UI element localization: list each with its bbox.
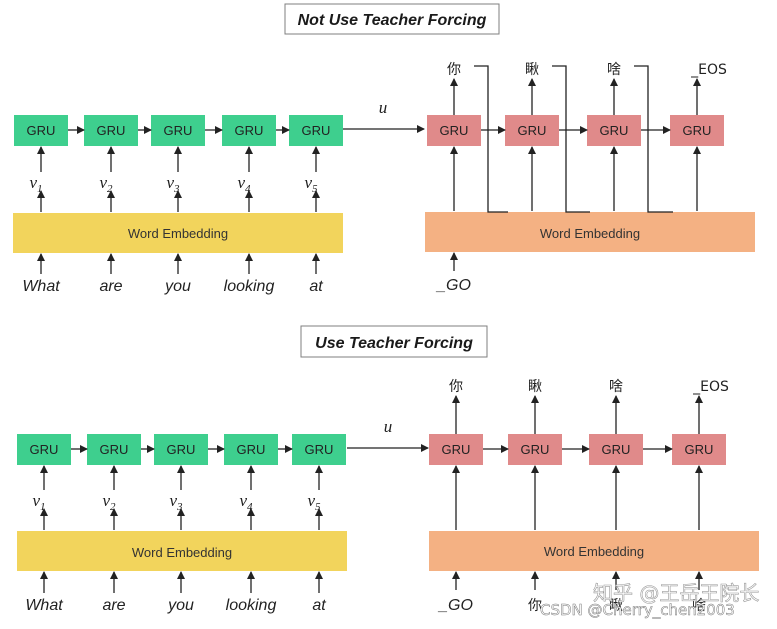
encoder-input-word: you (167, 597, 194, 614)
encoder-gru-3 (154, 434, 208, 465)
context-vector-label: u (379, 98, 388, 117)
encoder-gru-1 (14, 115, 68, 146)
decoder-output-token: 你 (449, 379, 463, 395)
decoder-word-embedding (429, 531, 759, 571)
decoder-arrows (452, 395, 703, 590)
gru-label: GRU (685, 442, 714, 457)
decoder-output-token: 瞅 (525, 62, 539, 78)
encoder-input-word: are (102, 597, 125, 614)
encoder-input-word: looking (224, 278, 275, 295)
gru-label: GRU (602, 442, 631, 457)
zhihu-watermark: 知乎 @王岳王院长 (593, 581, 759, 605)
encoder-input-word: What (22, 278, 60, 295)
encoder-gru-row: GRU GRU GRU GRU GRU (17, 434, 346, 465)
encoder-gru-4 (222, 115, 276, 146)
decoder-gru-3 (587, 115, 641, 146)
encoder-gru-row: GRU GRU GRU GRU GRU (14, 115, 343, 146)
decoder-start-token: _GO (435, 277, 471, 294)
decoder-output-token: 你 (447, 62, 461, 78)
decoder-gru-4 (670, 115, 724, 146)
gru-label: GRU (302, 123, 331, 138)
encoder-input-words: What are you looking at (22, 278, 323, 295)
decoder-output-token: 瞅 (528, 379, 542, 395)
encoder-arrows (40, 445, 323, 593)
gru-label: GRU (167, 442, 196, 457)
title-box (300, 325, 488, 358)
encoder-input-word: at (312, 597, 326, 614)
gru-label: GRU (97, 123, 126, 138)
gru-label: GRU (600, 123, 629, 138)
encoder-input-word: are (99, 278, 122, 295)
gru-label: GRU (440, 123, 469, 138)
decoder-gru-row: GRU GRU GRU GRU (429, 434, 726, 465)
decoder-word-embedding (425, 212, 755, 252)
encoder-input-word: What (25, 597, 63, 614)
encoder-input-word: looking (226, 597, 277, 614)
decoder-gru-2 (505, 115, 559, 146)
gru-label: GRU (27, 123, 56, 138)
teacher-forcing-input-token: 瞅 (609, 598, 623, 614)
panel-title: Not Use Teacher Forcing (298, 12, 487, 29)
decoder-gru-3 (589, 434, 643, 465)
decoder-gru-4 (672, 434, 726, 465)
encoder-gru-4 (224, 434, 278, 465)
decoder-gru-2 (508, 434, 562, 465)
teacher-forcing-input-token: _GO (437, 597, 473, 614)
gru-label: GRU (683, 123, 712, 138)
gru-label: GRU (30, 442, 59, 457)
encoder-word-embedding (17, 531, 347, 571)
encoder-gru-5 (289, 115, 343, 146)
gru-label: GRU (100, 442, 129, 457)
decoder-arrows (450, 65, 701, 271)
decoder-gru-1 (429, 434, 483, 465)
decoder-output-token: 啥 (607, 62, 621, 78)
decoder-gru-1 (427, 115, 481, 146)
encoder-gru-3 (151, 115, 205, 146)
panel-title: Use Teacher Forcing (315, 335, 473, 352)
teacher-forcing-inputs: _GO 你 瞅 啥 (437, 597, 706, 614)
encoder-gru-5 (292, 434, 346, 465)
gru-label: GRU (164, 123, 193, 138)
feedback-line (552, 65, 590, 213)
encoder-word-embedding (13, 213, 343, 253)
gru-label: GRU (305, 442, 334, 457)
encoder-gru-2 (87, 434, 141, 465)
gru-label: GRU (235, 123, 264, 138)
decoder-output-token: 啥 (609, 379, 623, 395)
decoder-gru-row: GRU GRU GRU GRU (427, 115, 724, 146)
encoder-gru-1 (17, 434, 71, 465)
title-box (284, 3, 500, 35)
feedback-line (634, 65, 673, 213)
context-vector-label: u (384, 417, 393, 436)
encoder-input-word: at (309, 278, 323, 295)
encoder-input-words: What are you looking at (25, 597, 326, 614)
gru-label: GRU (442, 442, 471, 457)
teacher-forcing-input-token: 你 (528, 598, 542, 614)
encoder-arrows (37, 126, 320, 274)
decoder-output-token: _EOS (692, 379, 729, 395)
decoder-outputs: 你 瞅 啥 _EOS (447, 62, 727, 78)
decoder-embedding-label: Word Embedding (540, 226, 640, 241)
encoder-gru-2 (84, 115, 138, 146)
encoder-embedding-label: Word Embedding (132, 545, 232, 560)
decoder-embedding-label: Word Embedding (544, 544, 644, 559)
gru-label: GRU (521, 442, 550, 457)
panel-teacher-forcing: Use Teacher Forcing GRU GRU GRU GRU GRU Word… (17, 325, 759, 614)
encoder-input-word: you (164, 278, 191, 295)
decoder-output-token: _EOS (690, 62, 727, 78)
csdn-watermark: CSDN @Cherry_chen2003 (540, 601, 735, 620)
teacher-forcing-input-token: 啥 (692, 598, 706, 614)
gru-label: GRU (237, 442, 266, 457)
encoder-embedding-label: Word Embedding (128, 226, 228, 241)
feedback-line (474, 65, 508, 213)
decoder-outputs: 你 瞅 啥 _EOS (449, 379, 729, 395)
gru-label: GRU (518, 123, 547, 138)
